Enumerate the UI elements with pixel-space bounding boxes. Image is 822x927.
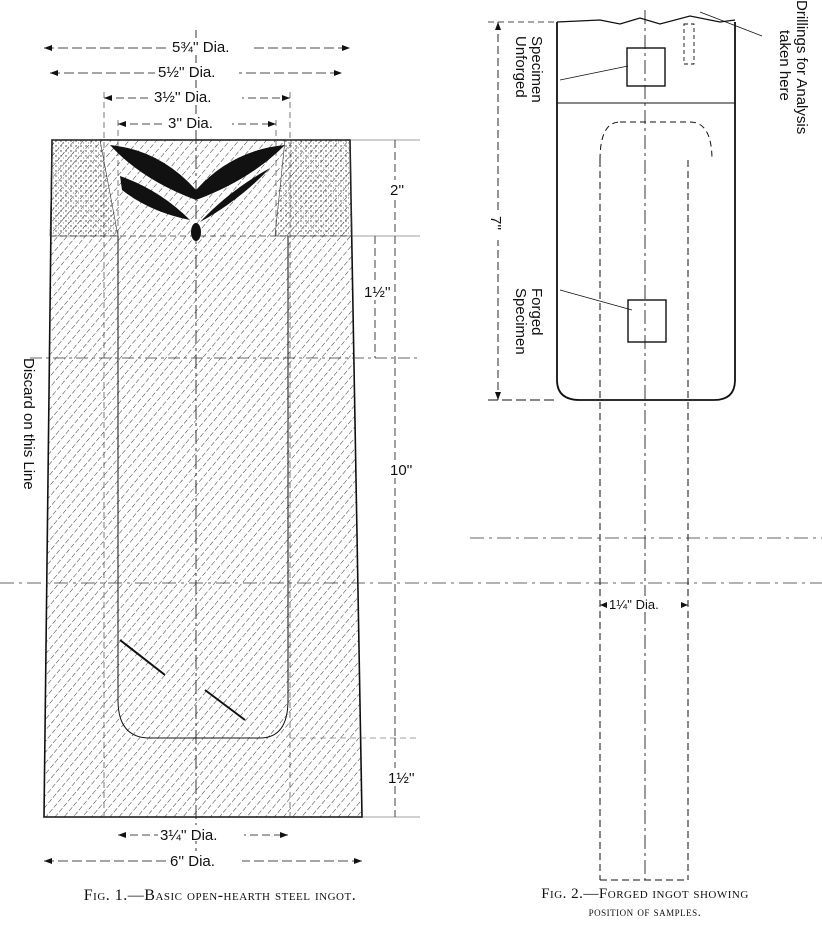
forged-specimen-box — [627, 299, 667, 343]
fig2-dim-dia-label: 1¼'' Dia. — [609, 597, 659, 612]
pipe-cavity-bottom — [191, 223, 201, 241]
dim-top-b: 5½'' Dia. — [50, 63, 342, 81]
dim-right-c-label: 10'' — [390, 462, 413, 479]
figure-2: 7'' 1¼'' Dia. Unforged Specimen Forged S… — [470, 0, 822, 881]
dim-right-d-label: 1½'' — [388, 770, 415, 787]
figure-2-caption-line2: position of samples. — [588, 904, 702, 919]
unforged-label-1: Unforged — [512, 36, 529, 98]
drillings-label-2: taken here — [776, 30, 793, 101]
pipe-cavity-left — [120, 176, 190, 220]
pipe-cavity-right — [200, 166, 272, 222]
dim-top-a: 5¾'' Dia. — [44, 38, 350, 56]
dim-right-a-label: 2'' — [390, 182, 404, 199]
core-outline — [117, 236, 289, 739]
shank-outline — [599, 121, 713, 161]
forged-ingot-outline — [556, 22, 736, 401]
unforged-specimen-box — [626, 47, 666, 87]
dim-bottom-a: 3¼'' Dia. — [118, 825, 288, 844]
drillings-label-1: Drillings for Analysis — [793, 0, 810, 134]
dim-bottom-a-label: 3¼'' Dia. — [160, 827, 217, 844]
dim-top-c: 3½'' Dia. — [104, 88, 290, 106]
hot-top-right — [274, 139, 353, 237]
figure-1-caption: Fig. 1.—Basic open-hearth steel ingot. — [10, 886, 430, 906]
dim-top-a-label: 5¾'' Dia. — [172, 39, 229, 56]
figure-2-caption: Fig. 2.—Forged ingot showing position of… — [470, 885, 820, 921]
fig2-dim-length-label: 7'' — [487, 216, 504, 230]
dim-top-d: 3'' Dia. — [118, 114, 276, 132]
unforged-label-2: Specimen — [528, 36, 545, 103]
dim-bottom-b-label: 6'' Dia. — [170, 853, 215, 870]
dim-bottom-b: 6'' Dia. — [44, 851, 362, 870]
dim-right: 2'' 1½'' 10'' 1½'' — [290, 139, 422, 818]
dim-top-d-label: 3'' Dia. — [168, 115, 213, 132]
figure-1-caption-text: Fig. 1.—Basic open-hearth steel ingot. — [83, 887, 357, 904]
forged-label-1: Forged — [528, 288, 545, 336]
dim-right-b-label: 1½'' — [364, 284, 391, 301]
pipe-cavity-top — [110, 145, 285, 200]
forged-label-2: Specimen — [512, 288, 529, 355]
figure-2-caption-line1: Fig. 2.—Forged ingot showing — [541, 886, 749, 902]
figure-1: 5¾'' Dia. 5½'' Dia. 3½'' Dia. 3'' Dia. — [0, 30, 822, 870]
dim-top-b-label: 5½'' Dia. — [158, 64, 215, 81]
dim-top-c-label: 3½'' Dia. — [154, 89, 211, 106]
ingot-outline — [43, 139, 363, 818]
discard-label: Discard on this Line — [20, 358, 37, 490]
